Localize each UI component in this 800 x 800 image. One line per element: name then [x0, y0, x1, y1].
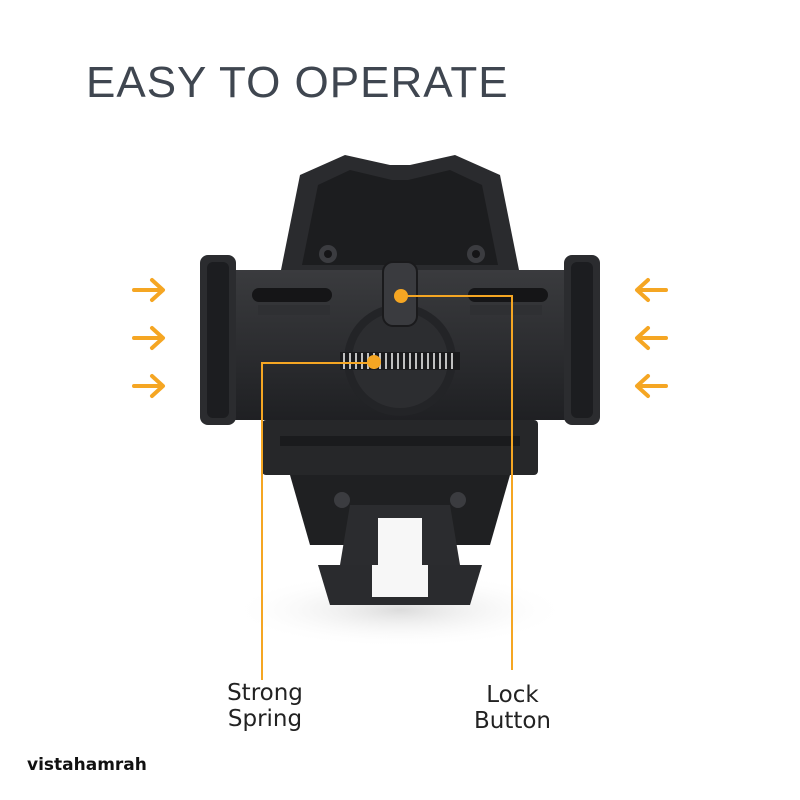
strong-spring-line1: Strong — [227, 680, 303, 706]
lock-button-label: Lock Button — [455, 682, 570, 734]
arrow-left-icon — [635, 326, 668, 350]
lock-button-line2: Button — [473, 708, 552, 734]
lock-button-line1: Lock — [486, 682, 539, 708]
watermark: vistahamrah — [27, 755, 147, 775]
page-title: EASY TO OPERATE — [86, 58, 509, 107]
arrow-left-icon — [635, 278, 668, 302]
arrow-right-icon — [132, 374, 165, 398]
strong-spring-line2: Spring — [227, 706, 303, 732]
arrow-left-icon — [635, 374, 668, 398]
arrow-right-icon — [132, 326, 165, 350]
strong-spring-label: Strong Spring — [205, 680, 325, 732]
arrow-right-icon — [132, 278, 165, 302]
